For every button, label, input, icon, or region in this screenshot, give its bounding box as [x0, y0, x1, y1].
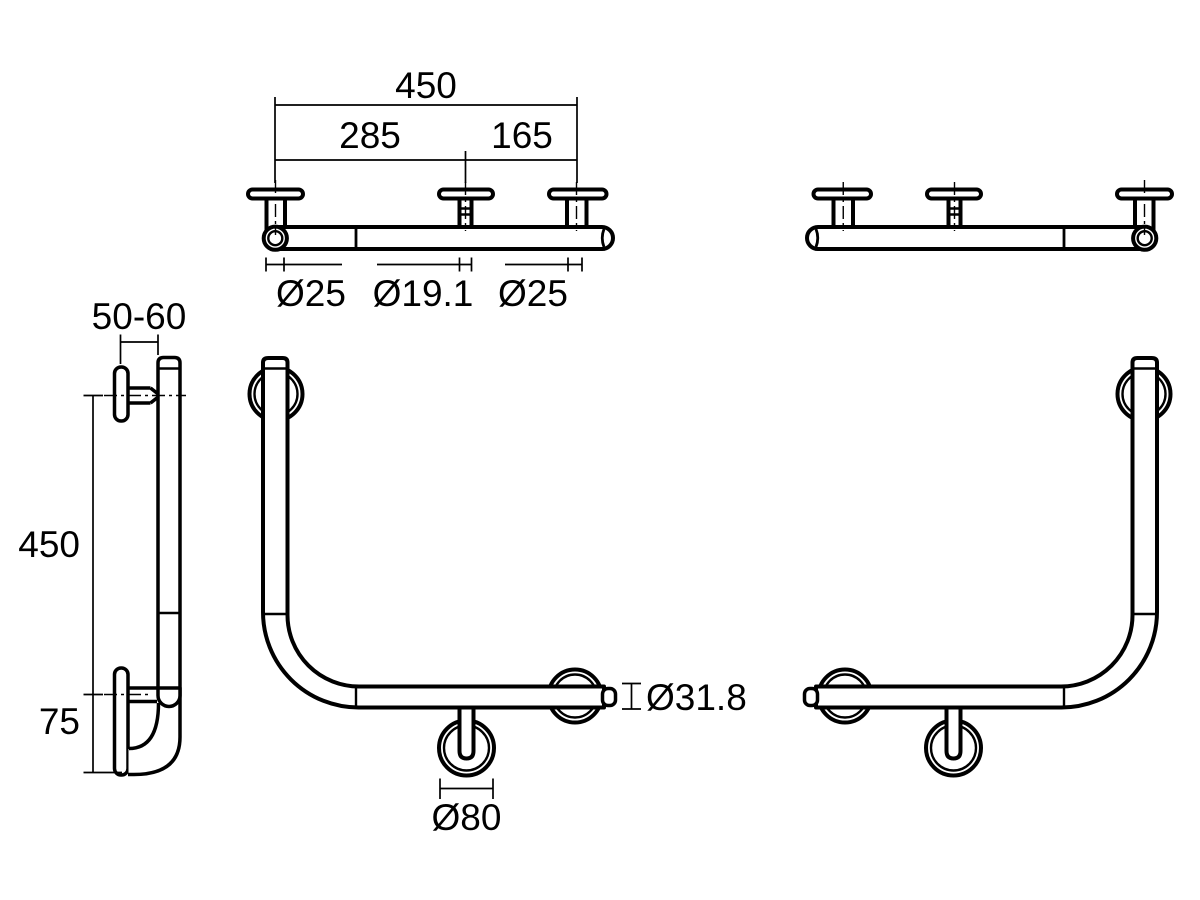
tube-end-cap: [802, 686, 820, 708]
dim-label-vertical-span: 450: [18, 524, 80, 565]
side-view: 50-60 450 75: [18, 296, 187, 777]
dim-label-tube-diameter: Ø31.8: [646, 677, 747, 718]
front-view-right: [802, 356, 1173, 778]
wall-flange: [547, 187, 609, 201]
mount-post-lines: [128, 386, 159, 704]
front-view-left: Ø31.8 Ø80: [247, 356, 747, 838]
end-cap-seam: [600, 228, 606, 248]
dim-label-segment-right: 165: [491, 115, 553, 156]
tube-end-cap: [600, 686, 618, 708]
centerlines: [274, 180, 578, 235]
elbow-outer-curve: [128, 736, 182, 777]
dim-label-post-diameter: Ø19.1: [373, 273, 474, 314]
dim-label-flange-diameter: Ø80: [432, 797, 502, 838]
dimension-lines: [439, 682, 641, 799]
wall-flange-top: [112, 365, 130, 423]
dimension-lines: [83, 334, 159, 774]
dim-label-segment-left: 285: [339, 115, 401, 156]
end-cap-seam: [814, 228, 820, 248]
rail-tube: [805, 225, 1158, 251]
plan-view-left: 450 285 165 Ø25 Ø19.1 Ø25: [246, 65, 615, 314]
dimension-lines: [265, 97, 583, 272]
dim-label-post-diameter: Ø25: [276, 273, 346, 314]
fixing-stub: [457, 707, 476, 761]
centerlines: [104, 394, 186, 696]
centerlines: [842, 180, 1146, 235]
wall-flange: [811, 187, 873, 201]
dim-label-overall-length: 450: [395, 65, 457, 106]
rail-outline: [261, 356, 606, 710]
dim-label-wall-offset: 50-60: [92, 296, 187, 337]
fixing-stub: [944, 707, 963, 761]
rail-tube: [262, 225, 615, 251]
seam-lines: [1062, 367, 1157, 708]
seam-lines: [263, 367, 358, 708]
rail-outline: [814, 356, 1159, 710]
horizontal-leg-end-cap: [156, 686, 182, 709]
tube-end-circle: [261, 224, 289, 252]
vertical-tube-outline: [156, 355, 182, 737]
dim-label-bottom-offset: 75: [39, 701, 80, 742]
dim-label-post-diameter: Ø25: [498, 273, 568, 314]
elbow-inner-curve: [128, 702, 161, 751]
plan-view-right: [805, 180, 1174, 252]
tube-end-circle: [1131, 224, 1159, 252]
wall-flange-bottom: [112, 666, 130, 777]
